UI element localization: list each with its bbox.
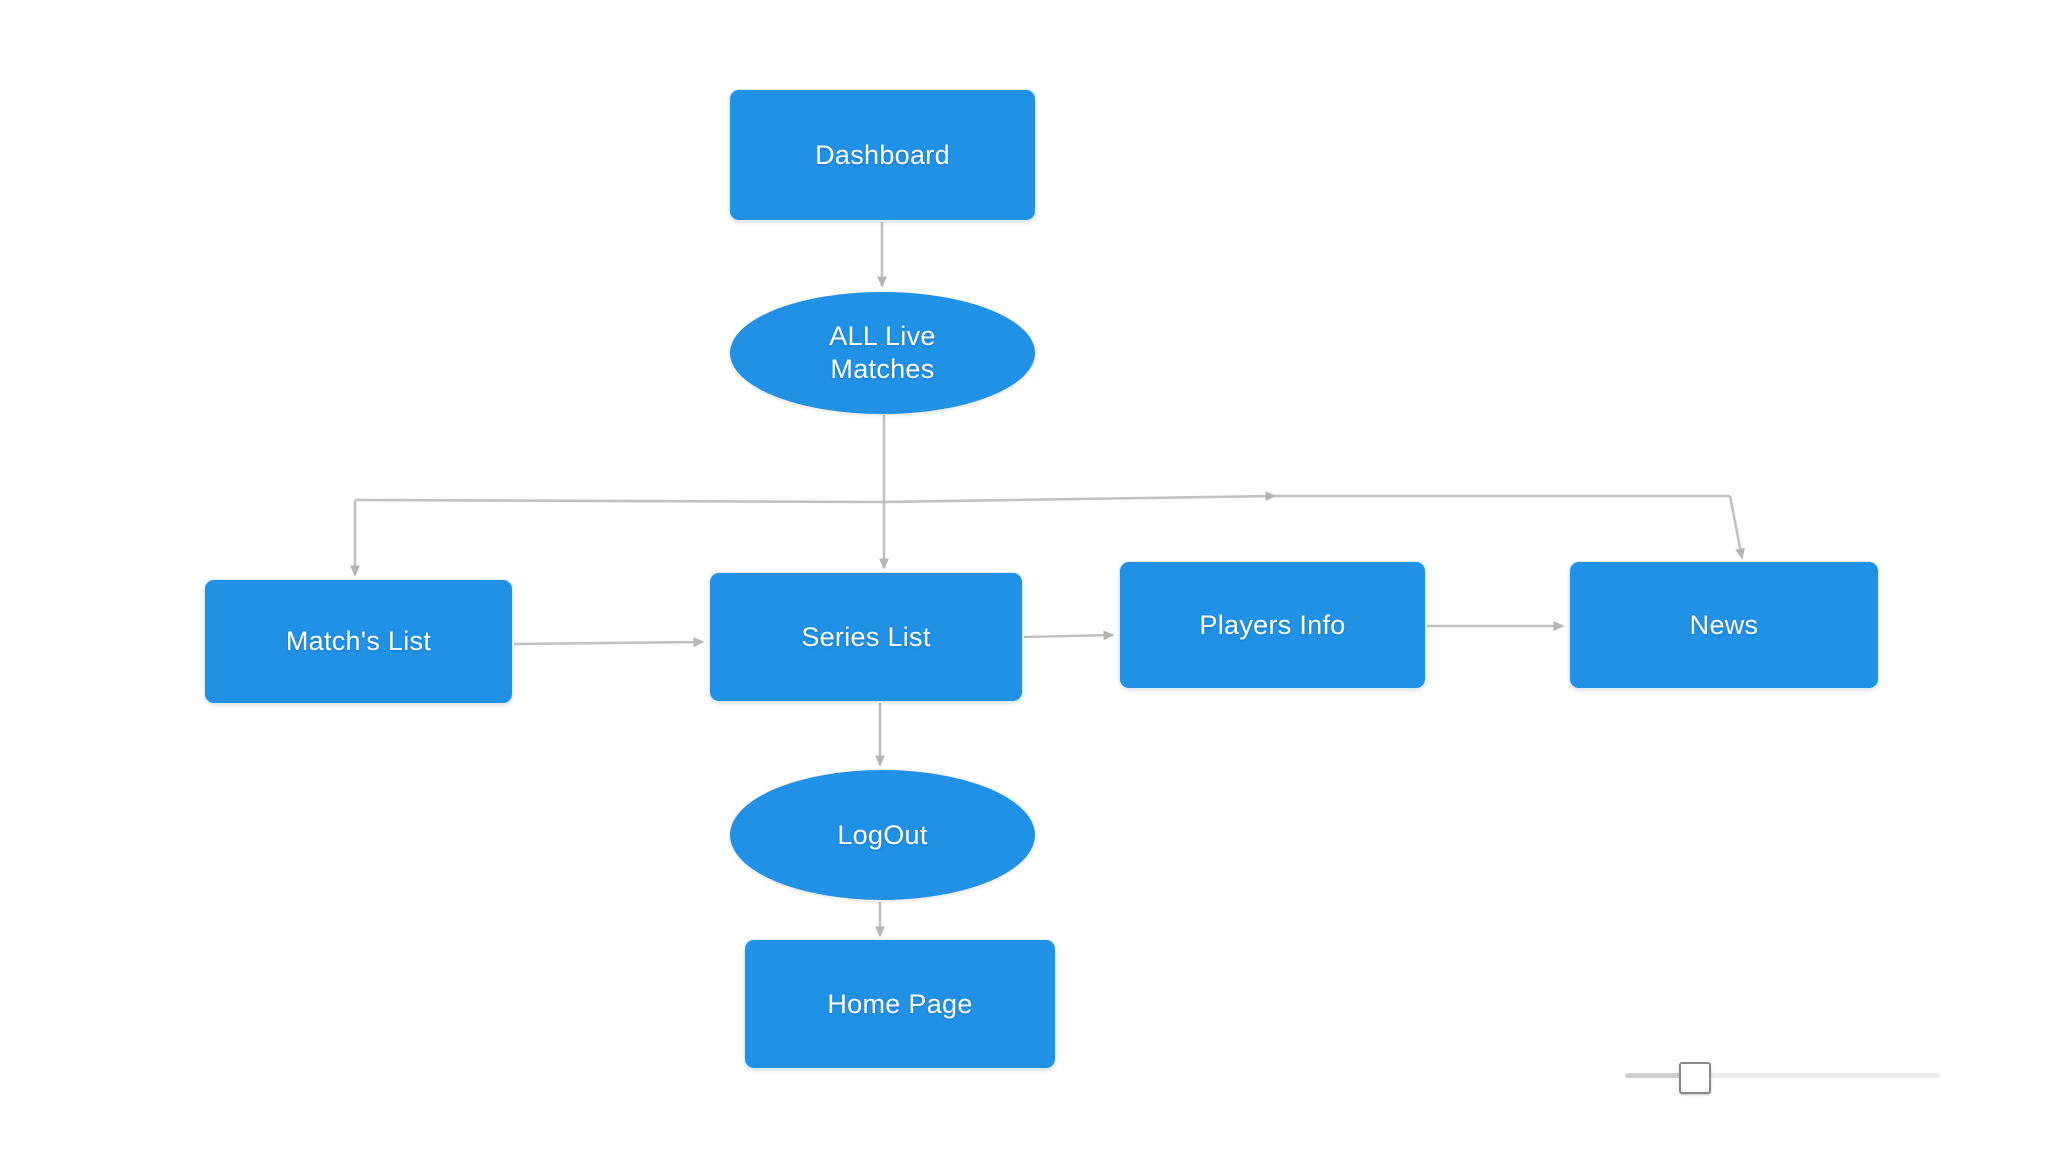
edge-all-live-to-news: [1728, 495, 1746, 560]
edge-matchs-list-to-series-list: [513, 637, 705, 648]
node-players-info[interactable]: Players Info: [1120, 562, 1425, 688]
node-matchs-list[interactable]: Match's List: [205, 580, 512, 703]
node-series-list[interactable]: Series List: [710, 573, 1022, 701]
node-news[interactable]: News: [1570, 562, 1878, 688]
node-home-page[interactable]: Home Page: [745, 940, 1055, 1068]
node-home-page-label: Home Page: [827, 988, 973, 1019]
node-dashboard-label: Dashboard: [815, 139, 950, 170]
branch-bar-right-a: [883, 491, 1277, 504]
node-all-live-matches[interactable]: ALL Live Matches: [730, 292, 1035, 414]
node-news-label: News: [1689, 609, 1759, 640]
node-series-list-label: Series List: [801, 621, 931, 652]
node-dashboard[interactable]: Dashboard: [730, 90, 1035, 220]
zoom-slider-track-filled: [1625, 1073, 1683, 1078]
node-logout-label: LogOut: [837, 819, 928, 850]
node-players-info-label: Players Info: [1199, 609, 1346, 640]
node-matchs-list-label: Match's List: [285, 626, 432, 657]
edge-series-list-to-players-info: [1023, 630, 1115, 641]
node-all-live-matches-label: ALL Live Matches: [829, 321, 936, 384]
node-logout[interactable]: LogOut: [730, 770, 1035, 900]
zoom-slider[interactable]: [1625, 1056, 1940, 1096]
branch-bar-left: [354, 498, 885, 504]
zoom-slider-handle[interactable]: [1679, 1062, 1711, 1094]
zoom-slider-track[interactable]: [1625, 1073, 1940, 1078]
